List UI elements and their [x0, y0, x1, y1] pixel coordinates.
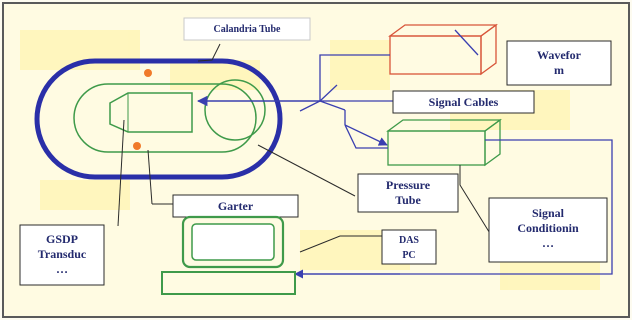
computer-icon [161, 215, 296, 295]
garter-spring-top [144, 69, 152, 77]
pressure-tube-label-box [357, 173, 459, 213]
pressure-tube-shape [73, 83, 257, 153]
signal-cables-label: Signal Cables [428, 95, 499, 109]
calandria-label-box [183, 17, 311, 41]
signal-conditioning-label: Signal Conditionin … [517, 206, 579, 250]
das-pc-label: DAS PC [398, 235, 419, 261]
pressure-tube-label: Pressure Tube [385, 178, 431, 207]
probe-body [109, 92, 193, 133]
waveform-label-box [506, 40, 612, 86]
calandria-tube-shape [34, 58, 283, 180]
gsdp-label-box [19, 224, 105, 286]
signal-conditioning-label-box [488, 197, 608, 263]
das-pc-label-box [381, 229, 437, 265]
tube-end-circle [204, 79, 266, 141]
garter-spring-bottom [133, 142, 141, 150]
gsdp-transducer-label: GSDP Transduc … [37, 232, 87, 276]
signal-cables-label-box [392, 90, 535, 114]
waveform-label: Wavefor m [537, 48, 581, 77]
arrow-to-conditioning [344, 124, 388, 146]
calandria-tube-label: Calandria Tube [213, 24, 281, 35]
cable-lines [292, 54, 613, 275]
leader-lines [117, 43, 492, 253]
garter-label: Garter [217, 199, 254, 213]
